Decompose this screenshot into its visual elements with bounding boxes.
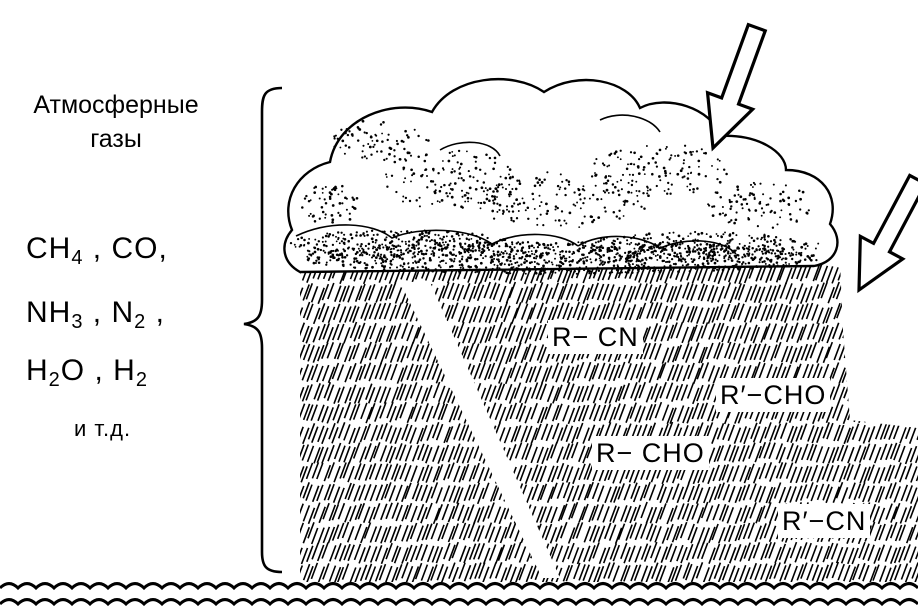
water-waves [0, 582, 918, 607]
formula-text: NH [26, 296, 72, 329]
etc-label: и т.д. [74, 416, 132, 441]
formula-subscript: 4 [71, 247, 84, 269]
formula-subscript: 3 [71, 311, 84, 333]
formula-text: , CO, [83, 232, 168, 265]
bracket [243, 86, 283, 574]
formula-text: H [26, 354, 49, 387]
cloud-icon [283, 78, 839, 274]
gas-formula-line-2: NH3 , N2 , [26, 296, 165, 334]
product-label-r-prime-cho: R′−CHO [716, 378, 831, 412]
product-label-r-cn: R− CN [548, 320, 643, 354]
formula-text: O , H [60, 354, 136, 387]
formula-text: , [146, 296, 165, 329]
cloud-shading [289, 119, 820, 276]
formula-subscript: 2 [48, 369, 61, 391]
formula-text: CH [26, 232, 72, 265]
product-label-r-cho: R− CHO [592, 436, 709, 470]
gas-formula-line-1: CH4 , CO, [26, 232, 168, 270]
gas-formula-line-3: H2O , H2 [26, 354, 148, 392]
cloud-contours [295, 114, 737, 255]
title-line-2: газы [90, 125, 142, 153]
atmospheric-gases-title: Атмосферные газы [0, 88, 232, 156]
formula-text: , N [83, 296, 135, 329]
rain-hatching [300, 262, 918, 582]
product-label-r-prime-cn: R′−CN [778, 504, 871, 538]
lightning-bolt [400, 282, 560, 578]
arrow-down-left-icon [857, 173, 918, 294]
formula-subscript: 2 [134, 311, 147, 333]
title-line-1: Атмосферные [33, 91, 199, 119]
arrow-down-left-icon [705, 22, 768, 152]
formula-subscript: 2 [135, 369, 148, 391]
